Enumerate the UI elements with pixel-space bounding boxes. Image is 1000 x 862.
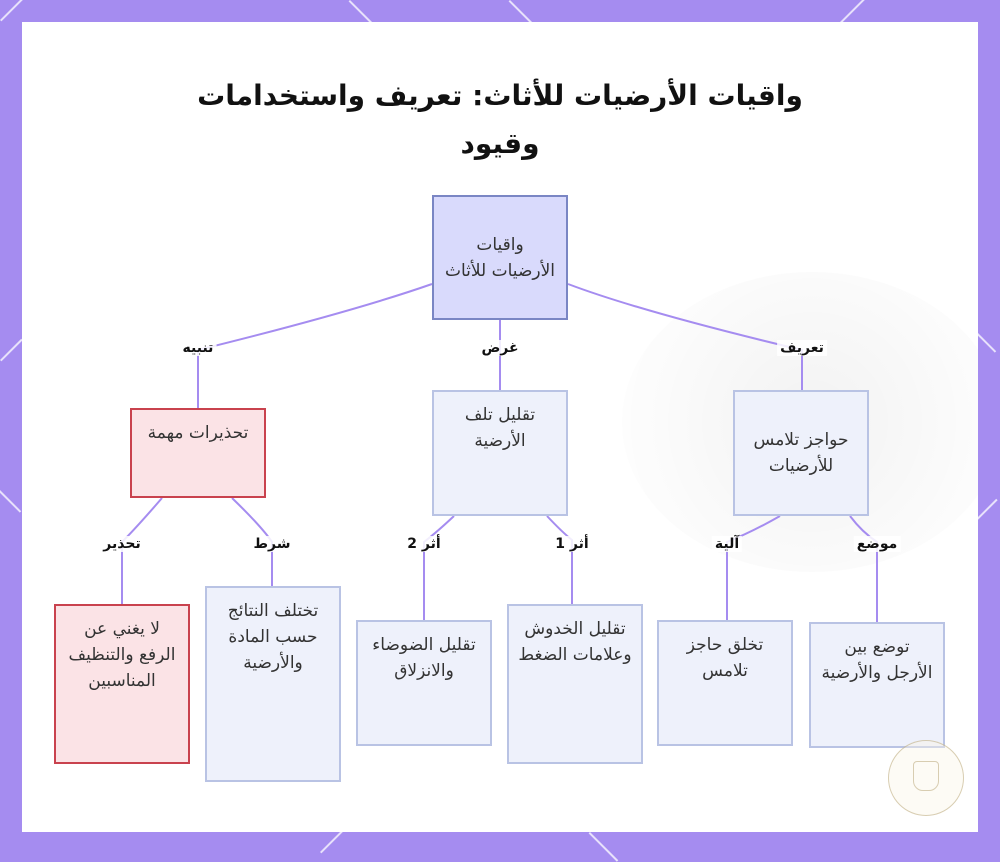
node-definition: حواجز تلامس للأرضيات — [733, 390, 869, 516]
node-warnings: تحذيرات مهمة — [130, 408, 266, 498]
node-condition: تختلف النتائج حسب المادة والأرضية — [205, 586, 341, 782]
edge-label-definition: تعريف — [777, 340, 827, 356]
frame-decoration — [0, 0, 44, 22]
edge-purpose-effect1 — [546, 515, 573, 604]
edge-root-warnings — [197, 283, 433, 408]
frame-decoration — [588, 832, 619, 862]
edge-root-definition — [567, 283, 803, 390]
frame-decoration — [975, 498, 998, 522]
edge-label-caution: تحذير — [100, 536, 144, 552]
diagram-card: واقيات الأرضيات للأثاث: تعريف واستخدامات… — [22, 22, 978, 832]
edge-label-effect1: أثر 1 — [552, 536, 592, 552]
frame-decoration — [0, 490, 22, 513]
edge-definition-placement — [849, 515, 878, 622]
edge-label-mechanism: آلية — [711, 536, 743, 552]
node-caution: لا يغني عن الرفع والتنظيف المناسبين — [54, 604, 190, 764]
node-root: واقيات الأرضيات للأثاث — [432, 195, 568, 320]
edge-label-placement: موضع — [853, 536, 901, 552]
edge-definition-mechanism — [726, 515, 781, 620]
node-purpose: تقليل تلف الأرضية — [432, 390, 568, 516]
node-effect1: تقليل الخدوش وعلامات الضغط — [507, 604, 643, 764]
edge-label-condition: شرط — [250, 536, 294, 552]
frame-decoration — [840, 0, 870, 24]
edge-label-effect2: أثر 2 — [404, 536, 444, 552]
diagram-title: واقيات الأرضيات للأثاث: تعريف واستخدامات… — [197, 79, 803, 160]
frame-decoration — [0, 338, 23, 362]
seal-logo — [888, 740, 964, 816]
edge-purpose-effect2 — [423, 515, 455, 620]
node-effect2: تقليل الضوضاء والانزلاق — [356, 620, 492, 746]
node-placement: توضع بين الأرجل والأرضية — [809, 622, 945, 748]
edge-label-purpose: غرض — [478, 340, 522, 356]
node-mechanism: تخلق حاجز تلامس — [657, 620, 793, 746]
edge-label-warnings: تنبيه — [179, 340, 217, 356]
